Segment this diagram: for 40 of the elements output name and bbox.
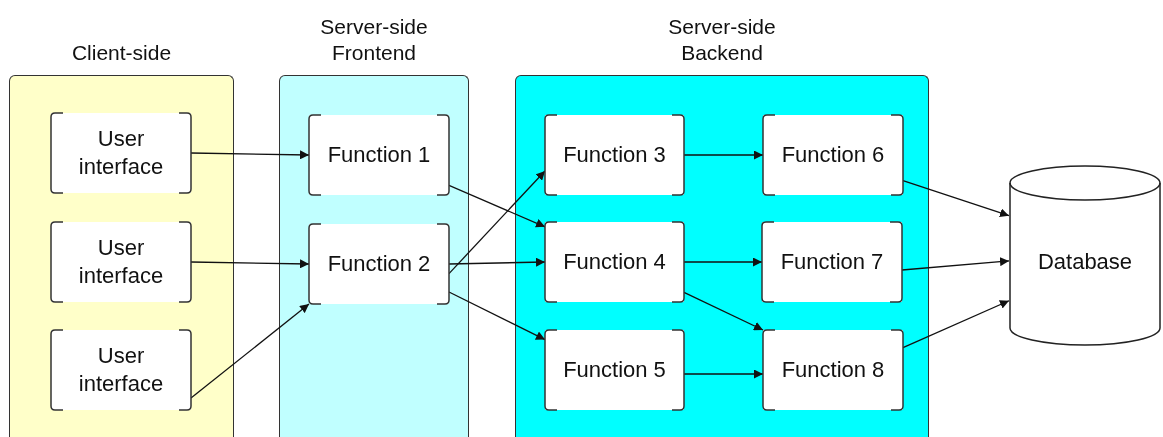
arrow	[902, 300, 1010, 349]
box-label: Function 8	[780, 356, 886, 384]
arrow	[683, 369, 764, 379]
arrow	[683, 291, 764, 331]
arrow	[448, 170, 546, 275]
box-label: Function 5	[562, 356, 667, 384]
box-label: Function 3	[562, 141, 667, 169]
process-box	[51, 222, 191, 302]
arrow	[901, 257, 1010, 271]
arrow	[190, 150, 310, 160]
box-label: User interface	[77, 342, 165, 398]
arrow	[448, 291, 546, 341]
arrow	[190, 259, 310, 269]
process-box	[51, 330, 191, 410]
box-label: Function 1	[326, 141, 432, 169]
process-box	[545, 115, 684, 195]
box-label: User interface	[77, 234, 165, 290]
group-heading: Server-side Backend	[667, 14, 777, 66]
box-label: Function 4	[562, 248, 667, 276]
arrow	[683, 150, 764, 160]
process-box	[763, 115, 903, 195]
arrow	[683, 257, 763, 267]
process-box	[309, 224, 449, 304]
process-box	[545, 222, 684, 302]
box-label: Function 2	[326, 250, 432, 278]
process-box	[545, 330, 684, 410]
arrow	[190, 303, 310, 399]
database-label: Database	[1037, 247, 1133, 276]
box-label: Function 7	[779, 248, 885, 276]
arrow	[448, 257, 546, 267]
group-heading: Client-side	[70, 40, 173, 66]
process-box	[762, 222, 902, 302]
box-label: User interface	[77, 125, 165, 181]
process-box	[51, 113, 191, 193]
arrow	[902, 179, 1010, 218]
process-box	[763, 330, 903, 410]
process-box	[309, 115, 449, 195]
arrow	[448, 184, 546, 228]
group-heading: Server-side Frontend	[319, 14, 429, 66]
box-label: Function 6	[780, 141, 886, 169]
